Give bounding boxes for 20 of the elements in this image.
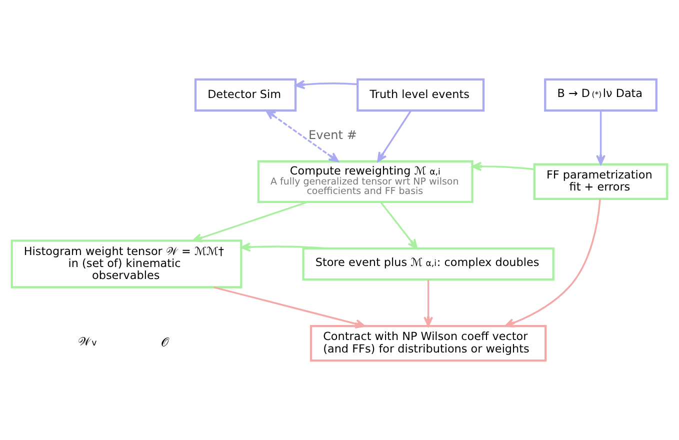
- arrow: [504, 199, 601, 328]
- edge-label: Event #: [308, 128, 357, 142]
- node-box: Contract with NP Wilson coeff vector (and FFs) for distributions or weights: [310, 324, 547, 362]
- arrow: [214, 286, 366, 328]
- arrow: [424, 280, 434, 327]
- label: 𝒪: [161, 335, 170, 350]
- node-box: Truth level events: [356, 78, 485, 112]
- arrow: [380, 201, 418, 250]
- arrow: [192, 201, 308, 242]
- node-box: FF parametrization fit + errors: [533, 163, 668, 200]
- arrow: [472, 162, 534, 172]
- arrow: [294, 80, 358, 90]
- arrow: [377, 110, 412, 162]
- arrow: [266, 110, 339, 162]
- arrow: [240, 242, 328, 252]
- label: 𝒲v: [78, 334, 97, 349]
- arrow: [596, 110, 606, 165]
- node-box: Histogram weight tensor 𝒲 = ℳℳ† in (set of) kinematic observables: [10, 240, 242, 288]
- node-box: B → D(*)lν Data: [544, 78, 658, 112]
- node-box: Detector Sim: [194, 78, 297, 112]
